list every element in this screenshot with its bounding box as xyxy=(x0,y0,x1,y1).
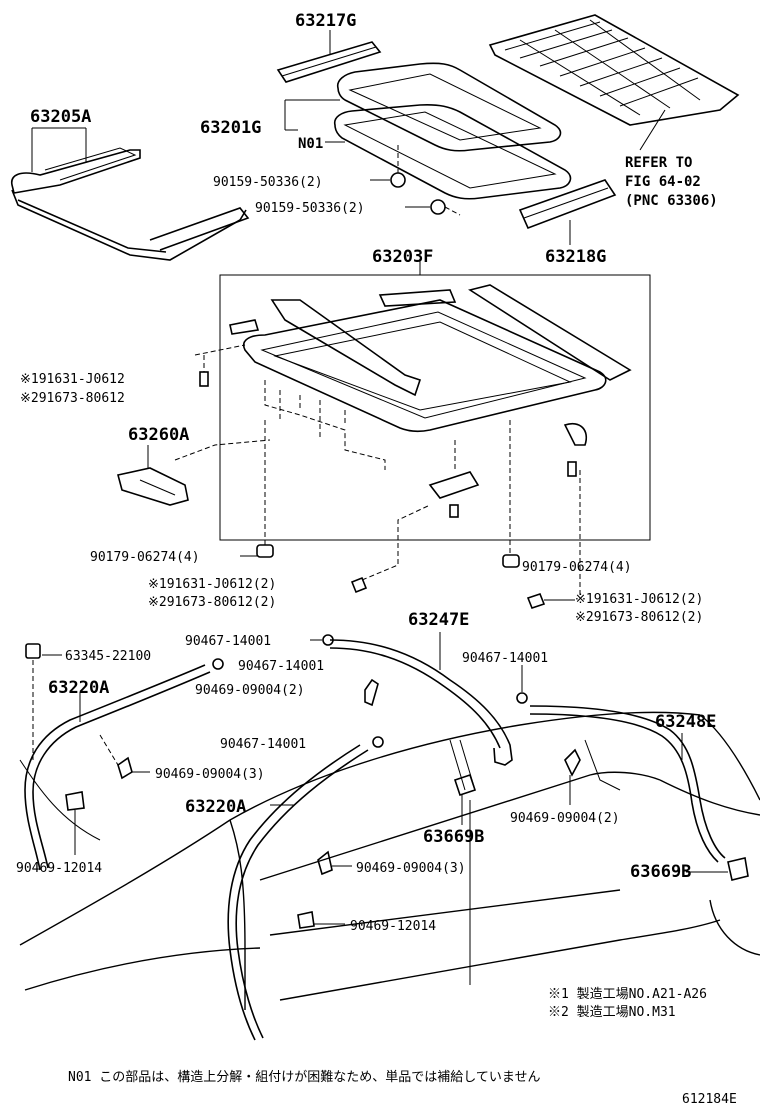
label-63217g: 63217G xyxy=(295,11,356,31)
part-screw-91631-center xyxy=(350,504,431,594)
label-screw-right-2: ※291673-80612(2) xyxy=(575,610,703,625)
label-63247e: 63247E xyxy=(408,610,469,630)
label-63248e: 63248E xyxy=(655,712,716,732)
label-clamp-1: 90467-14001 xyxy=(185,634,271,649)
label-refer-1: REFER TO xyxy=(625,155,692,171)
part-63220a-drain-hose-front xyxy=(24,664,211,871)
part-clamp-90467-4 xyxy=(372,736,384,748)
label-clamp-2: 90467-14001 xyxy=(238,659,324,674)
label-nut-left: 90179-06274(4) xyxy=(90,550,200,565)
label-63205a: 63205A xyxy=(30,107,91,127)
label-63260a: 63260A xyxy=(128,425,189,445)
part-63201g-glass xyxy=(336,62,562,152)
part-valve-63669b-a xyxy=(453,773,477,825)
label-screw-center-1: ※191631-J0612(2) xyxy=(148,577,276,592)
part-grommet-90469-12014-b xyxy=(297,911,345,929)
part-grommet-90469-12014-a xyxy=(65,791,85,855)
part-nut-90179-right xyxy=(502,554,520,568)
label-footnote: N01 この部品は、構造上分解・組付けが困難なため、単品では補給していません xyxy=(68,1069,541,1085)
label-63203f: 63203F xyxy=(372,247,433,267)
label-screw-center-2: ※291673-80612(2) xyxy=(148,595,276,610)
label-nut-right: 90179-06274(4) xyxy=(522,560,632,575)
part-sunshade-refer xyxy=(488,14,740,151)
label-n01: N01 xyxy=(298,136,323,152)
part-screw-91631-left xyxy=(199,355,209,387)
label-refer-3: (PNC 63306) xyxy=(625,193,718,209)
label-note-2: ※2 製造工場NO.M31 xyxy=(548,1005,676,1020)
part-clip-90469-09004-d xyxy=(317,850,352,876)
car-body-outline xyxy=(19,711,760,1010)
part-63205a-frame xyxy=(11,127,250,261)
part-clamp-90467-1 xyxy=(310,634,334,646)
label-screw-right-1: ※191631-J0612(2) xyxy=(575,592,703,607)
label-clamp-4: 90467-14001 xyxy=(220,737,306,752)
part-clip-63345 xyxy=(25,643,62,760)
part-63248e-drain-hose xyxy=(529,705,726,863)
label-refer-2: FIG 64-02 xyxy=(625,174,701,190)
label-note-1: ※1 製造工場NO.A21-A26 xyxy=(548,987,707,1002)
label-clip-4: 90469-09004(3) xyxy=(356,861,466,876)
label-63218g: 63218G xyxy=(545,247,606,267)
label-screw-left-1: ※191631-J0612 xyxy=(20,372,125,387)
label-clamp-3: 90467-14001 xyxy=(462,651,548,666)
part-63218g-rail xyxy=(518,179,617,245)
label-bolt-1: 90159-50336(2) xyxy=(213,175,323,190)
part-nut-90179-left xyxy=(240,544,274,558)
part-63220a-drain-hose-center xyxy=(227,744,369,1041)
part-clip-90469-09004-a xyxy=(364,678,379,707)
label-63220a-center: 63220A xyxy=(185,797,246,817)
label-grommet-a: 90469-12014 xyxy=(16,861,102,876)
label-bolt-2: 90159-50336(2) xyxy=(255,201,365,216)
part-n01-weatherstrip xyxy=(284,99,572,200)
label-clip-3: 90469-09004(2) xyxy=(510,811,620,826)
part-63217g-rail xyxy=(276,30,382,83)
part-clamp-90467-3 xyxy=(516,665,528,704)
part-clip-90469-09004-c xyxy=(564,748,581,805)
label-63669b-a: 63669B xyxy=(423,827,484,847)
label-63201g: 63201G xyxy=(200,118,261,138)
label-63345: 63345-22100 xyxy=(65,649,151,664)
part-63260a-motor xyxy=(117,445,189,506)
label-63220a-front: 63220A xyxy=(48,678,109,698)
label-screw-left-2: ※291673-80612 xyxy=(20,391,125,406)
part-screw-91631-right xyxy=(526,593,575,609)
label-grommet-b: 90469-12014 xyxy=(350,919,436,934)
part-bolt-90159-1 xyxy=(370,145,406,188)
label-figure-code: 612184E xyxy=(682,1092,737,1107)
part-clip-90469-09004-b xyxy=(99,734,150,780)
part-clamp-90467-2 xyxy=(212,658,224,670)
part-63203f-housing-box xyxy=(174,260,651,595)
label-63669b-b: 63669B xyxy=(630,862,691,882)
label-clip-1: 90469-09004(2) xyxy=(195,683,305,698)
label-clip-2: 90469-09004(3) xyxy=(155,767,265,782)
part-valve-63669b-b xyxy=(727,857,749,881)
part-63247e-drain-hose xyxy=(329,632,513,766)
part-bolt-90159-2 xyxy=(405,199,461,216)
